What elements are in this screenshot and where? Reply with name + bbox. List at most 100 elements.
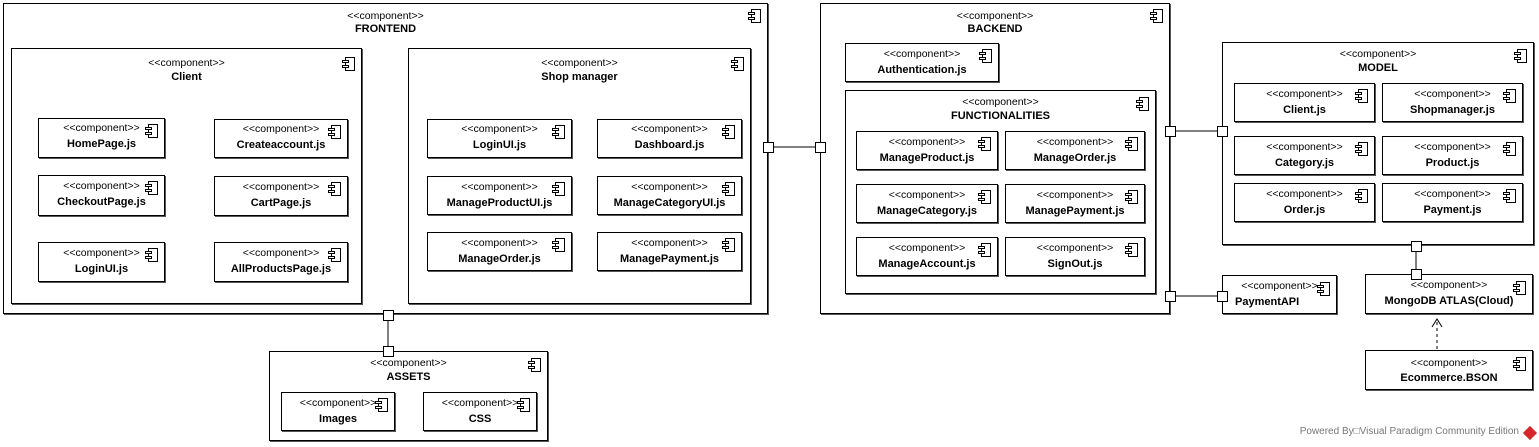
manageproduct-component[interactable]: <<component>> ManageProduct.js xyxy=(856,131,998,170)
component-name: ManagePayment.js xyxy=(1025,205,1125,217)
stereotype-label: <<component>> xyxy=(1339,48,1417,60)
shop-manager-title: Shop manager xyxy=(541,71,618,83)
stereotype-label: <<component>> xyxy=(242,247,320,259)
stereotype-label: <<component>> xyxy=(63,247,140,259)
client-title: Client xyxy=(171,71,202,83)
component-icon xyxy=(328,125,341,139)
component-name: Client.js xyxy=(1283,104,1326,116)
shopmanager-model-component[interactable]: <<component>> Shopmanager.js xyxy=(1382,83,1523,122)
model-bottom-port[interactable] xyxy=(1411,241,1422,252)
manageorder-component[interactable]: <<component>> ManageOrder.js xyxy=(1005,131,1145,170)
component-name: Shopmanager.js xyxy=(1410,104,1495,116)
component-name: AllProductsPage.js xyxy=(230,263,332,275)
client-component[interactable]: <<component>> Client <<component>> HomeP… xyxy=(11,48,362,304)
manageorder-ui-component[interactable]: <<component>> ManageOrder.js xyxy=(427,232,572,271)
component-icon xyxy=(1355,189,1368,203)
component-icon xyxy=(722,238,735,252)
component-icon xyxy=(748,9,761,23)
stereotype-label: <<component>> xyxy=(631,123,708,135)
component-name: ManagePayment.js xyxy=(619,253,720,265)
css-component[interactable]: <<component>> CSS xyxy=(423,392,537,431)
stereotype-label: <<component>> xyxy=(1266,188,1343,200)
backend-paymentapi-port[interactable] xyxy=(1165,291,1176,302)
watermark-text: Powered By□Visual Paradigm Community Edi… xyxy=(1299,426,1519,437)
model-left-port[interactable] xyxy=(1217,126,1228,137)
functionalities-component[interactable]: <<component>> FUNCTIONALITIES <<componen… xyxy=(845,90,1156,294)
sm-loginui-component[interactable]: <<component>> LoginUI.js xyxy=(427,119,572,158)
ecommerce-bson-component[interactable]: <<component>> Ecommerce.BSON xyxy=(1365,350,1533,390)
frontend-component[interactable]: <<component>> FRONTEND <<component>> Cli… xyxy=(3,3,768,314)
component-name: ManageProduct.js xyxy=(879,152,975,164)
stereotype-label: <<component>> xyxy=(883,48,961,60)
visual-paradigm-logo-icon xyxy=(1522,425,1538,441)
component-name: Createaccount.js xyxy=(236,139,326,151)
cartpage-component[interactable]: <<component>> CartPage.js xyxy=(214,176,348,216)
mongodb-top-port[interactable] xyxy=(1411,269,1422,280)
homepage-component[interactable]: <<component>> HomePage.js xyxy=(38,118,165,158)
images-component[interactable]: <<component>> Images xyxy=(281,392,395,431)
component-icon xyxy=(145,181,158,195)
stereotype-label: <<component>> xyxy=(370,357,447,369)
managepayment-ui-component[interactable]: <<component>> ManagePayment.js xyxy=(597,232,742,271)
category-model-component[interactable]: <<component>> Category.js xyxy=(1234,136,1375,175)
managepayment-component[interactable]: <<component>> ManagePayment.js xyxy=(1005,184,1145,223)
stereotype-label: <<component>> xyxy=(461,181,538,193)
component-icon xyxy=(1355,89,1368,103)
allproductspage-component[interactable]: <<component>> AllProductsPage.js xyxy=(214,242,348,282)
stereotype-label: <<component>> xyxy=(1266,88,1343,100)
order-model-component[interactable]: <<component>> Order.js xyxy=(1234,183,1375,222)
component-icon xyxy=(731,57,744,71)
component-name: Authentication.js xyxy=(877,64,967,76)
stereotype-label: <<component>> xyxy=(631,181,708,193)
backend-model-port[interactable] xyxy=(1165,126,1176,137)
component-name: MongoDB ATLAS(Cloud) xyxy=(1384,295,1514,307)
stereotype-label: <<component>> xyxy=(888,136,966,148)
stereotype-label: <<component>> xyxy=(1036,189,1114,201)
component-name: SignOut.js xyxy=(1047,258,1103,270)
component-name: LoginUI.js xyxy=(74,263,129,275)
dashboard-component[interactable]: <<component>> Dashboard.js xyxy=(597,119,742,158)
component-name: ManageCategory.js xyxy=(876,205,978,217)
component-icon xyxy=(1125,243,1138,257)
client-model-component[interactable]: <<component>> Client.js xyxy=(1234,83,1375,122)
managecategory-component[interactable]: <<component>> ManageCategory.js xyxy=(856,184,998,223)
manageproductui-component[interactable]: <<component>> ManageProductUI.js xyxy=(427,176,572,215)
component-icon xyxy=(722,125,735,139)
stereotype-label: <<component>> xyxy=(242,123,320,135)
mongodb-component[interactable]: <<component>> MongoDB ATLAS(Cloud) xyxy=(1365,274,1533,314)
component-name: LoginUI.js xyxy=(472,139,527,151)
createaccount-component[interactable]: <<component>> Createaccount.js xyxy=(214,119,348,158)
manageaccount-component[interactable]: <<component>> ManageAccount.js xyxy=(856,237,998,276)
backend-left-port[interactable] xyxy=(815,142,826,153)
paymentapi-port[interactable] xyxy=(1217,291,1228,302)
frontend-port[interactable] xyxy=(763,142,774,153)
shop-manager-component[interactable]: <<component>> Shop manager <<component>>… xyxy=(408,48,751,304)
assets-top-port[interactable] xyxy=(383,346,394,357)
component-icon xyxy=(1503,89,1516,103)
stereotype-label: <<component>> xyxy=(1410,279,1488,291)
checkoutpage-component[interactable]: <<component>> CheckoutPage.js xyxy=(38,175,165,216)
component-name: ManageOrder.js xyxy=(1033,152,1117,164)
component-name: CartPage.js xyxy=(250,197,312,209)
product-model-component[interactable]: <<component>> Product.js xyxy=(1382,136,1523,175)
loginui-component[interactable]: <<component>> LoginUI.js xyxy=(38,242,165,282)
backend-component[interactable]: <<component>> BACKEND <<component>> Auth… xyxy=(820,3,1170,314)
component-icon xyxy=(145,124,158,138)
component-icon xyxy=(1514,49,1527,63)
paymentapi-component[interactable]: <<component>> PaymentAPI xyxy=(1222,275,1337,314)
component-name: CheckoutPage.js xyxy=(57,196,146,208)
payment-model-component[interactable]: <<component>> Payment.js xyxy=(1382,183,1523,222)
component-icon xyxy=(1513,281,1526,295)
stereotype-label: <<component>> xyxy=(63,122,140,134)
model-component[interactable]: <<component>> MODEL <<component>> Client… xyxy=(1222,42,1534,245)
component-icon xyxy=(1125,137,1138,151)
authentication-component[interactable]: <<component>> Authentication.js xyxy=(845,43,999,82)
stereotype-label: <<component>> xyxy=(1266,141,1343,153)
stereotype-label: <<component>> xyxy=(888,189,966,201)
signout-component[interactable]: <<component>> SignOut.js xyxy=(1005,237,1145,276)
stereotype-label: <<component>> xyxy=(1241,280,1318,292)
component-icon xyxy=(1136,97,1149,111)
managecategoryui-component[interactable]: <<component>> ManageCategoryUI.js xyxy=(597,176,742,215)
frontend-bottom-port[interactable] xyxy=(383,310,394,321)
assets-component[interactable]: <<component>> ASSETS <<component>> Image… xyxy=(269,351,548,441)
